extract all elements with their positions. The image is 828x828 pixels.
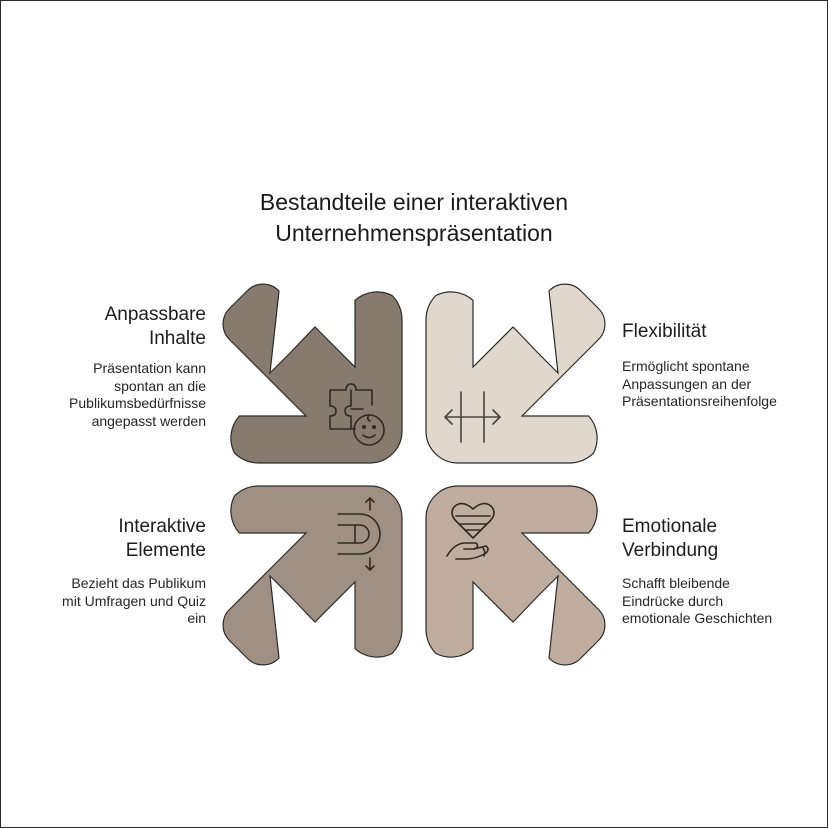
title-line-2: Unternehmenspräsentation	[275, 220, 553, 246]
heading-line: Emotionale	[622, 516, 718, 537]
heading-line: Verbindung	[622, 540, 719, 561]
description-line: emotionale Geschichten	[622, 610, 773, 626]
interactive-elements-heading: Interaktive Elemente	[40, 515, 206, 563]
description-line: Präsentation kann	[93, 360, 206, 376]
description-line: Bezieht das Publikum	[71, 575, 206, 591]
emotional-connection-description: Schafft bleibende Eindrücke durch emotio…	[622, 575, 772, 628]
description-line: Anpassungen an der	[622, 375, 752, 392]
description-line: Publikumsbedürfnisse	[69, 395, 206, 411]
description-line: ein	[187, 610, 206, 626]
magnet-arrows-icon	[337, 497, 381, 571]
arrow-flexibility	[425, 283, 606, 464]
adaptable-content-heading: Anpassbare Inhalte	[40, 303, 206, 351]
flexibility-heading: Flexibilität	[622, 320, 706, 344]
heading-line: Elemente	[125, 540, 206, 561]
arrow-adaptable-content	[222, 283, 403, 464]
arrow-interactive-elements	[222, 485, 403, 666]
title-line-1: Bestandteile einer interaktiven	[259, 189, 569, 215]
flexibility-description: Ermöglicht spontane Anpassungen an der P…	[622, 358, 777, 411]
description-line: Ermöglicht spontane	[622, 358, 750, 374]
heading-line: Flexibilität	[622, 321, 707, 342]
hand-heart-icon	[446, 502, 495, 560]
description-line: angepasst werden	[91, 412, 206, 429]
description-line: Eindrücke durch	[622, 592, 724, 609]
interactive-elements-description: Bezieht das Publikum mit Umfragen und Qu…	[20, 575, 206, 628]
heading-line: Interaktive	[118, 516, 206, 537]
description-line: Präsentationsreihenfolge	[622, 393, 777, 409]
horizontal-resize-icon	[444, 391, 501, 443]
adaptable-content-description: Präsentation kann spontan an die Publiku…	[20, 360, 206, 430]
diagram-title: Bestandteile einer interaktiven Unterneh…	[0, 187, 828, 249]
description-line: spontan an die	[114, 377, 206, 394]
heading-line: Anpassbare	[104, 304, 206, 325]
heading-line: Inhalte	[148, 328, 206, 349]
puzzle-face-icon	[329, 383, 385, 446]
description-line: Schafft bleibende	[622, 575, 730, 591]
emotional-connection-heading: Emotionale Verbindung	[622, 515, 718, 563]
description-line: mit Umfragen und Quiz	[62, 592, 206, 609]
